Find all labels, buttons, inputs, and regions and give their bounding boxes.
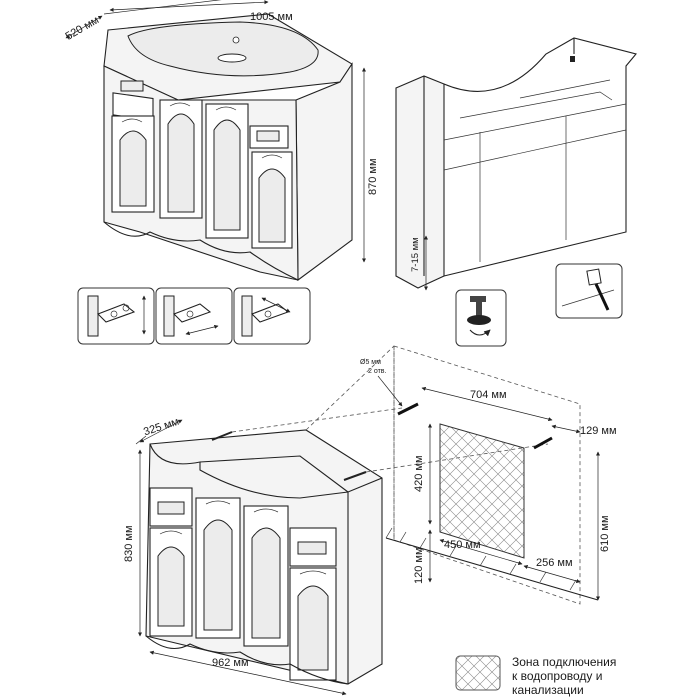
depth-label-top: 520 мм bbox=[63, 14, 101, 43]
legend: Зона подключения к водопроводу и канализ… bbox=[455, 655, 616, 697]
legend-swatch bbox=[455, 655, 501, 691]
hinge-adjust-depth-icon bbox=[233, 287, 311, 345]
hinge-adjust-vertical-icon bbox=[77, 287, 155, 345]
wall-scheme: Ø5 мм 2 отв. 704 мм 129 мм 420 мм 120 мм… bbox=[360, 345, 617, 605]
width-label-bottom: 962 мм bbox=[212, 657, 249, 669]
hinge-adjust-horizontal-icon bbox=[155, 287, 233, 345]
height-label-bottom: 830 мм bbox=[123, 525, 135, 562]
depth-label-bottom: 325 мм bbox=[142, 416, 180, 439]
screw-label-2: 2 отв. bbox=[368, 368, 387, 375]
hole-spacing-label: 704 мм bbox=[470, 389, 507, 401]
floor-offset-label: 120 мм bbox=[413, 547, 425, 584]
frame-view: 7-15 мм bbox=[395, 37, 637, 291]
adjustable-leg-icon bbox=[455, 289, 507, 347]
screw-detail-icon bbox=[555, 263, 623, 319]
vanity-bottom-view: 325 мм 830 мм 962 мм bbox=[123, 416, 383, 696]
total-height-label: 610 мм bbox=[599, 515, 611, 552]
zone-height-label: 420 мм bbox=[413, 455, 425, 492]
width-label-top: 1005 мм bbox=[250, 11, 293, 23]
zone-width-label: 450 мм bbox=[444, 539, 481, 551]
connection-zone bbox=[439, 423, 525, 559]
edge-offset-label: 129 мм bbox=[580, 425, 617, 437]
legend-line-3: канализации bbox=[512, 683, 584, 697]
screw-label-1: Ø5 мм bbox=[360, 359, 381, 366]
side-offset-label: 256 мм bbox=[536, 557, 573, 569]
legend-line-1: Зона подключения bbox=[512, 655, 616, 669]
height-label-top: 870 мм bbox=[367, 158, 379, 195]
vanity-top-view: 520 мм 1005 мм 870 мм bbox=[63, 0, 379, 282]
legend-line-2: к водопроводу и bbox=[512, 669, 602, 683]
leg-adjust-label: 7-15 мм bbox=[410, 237, 421, 272]
